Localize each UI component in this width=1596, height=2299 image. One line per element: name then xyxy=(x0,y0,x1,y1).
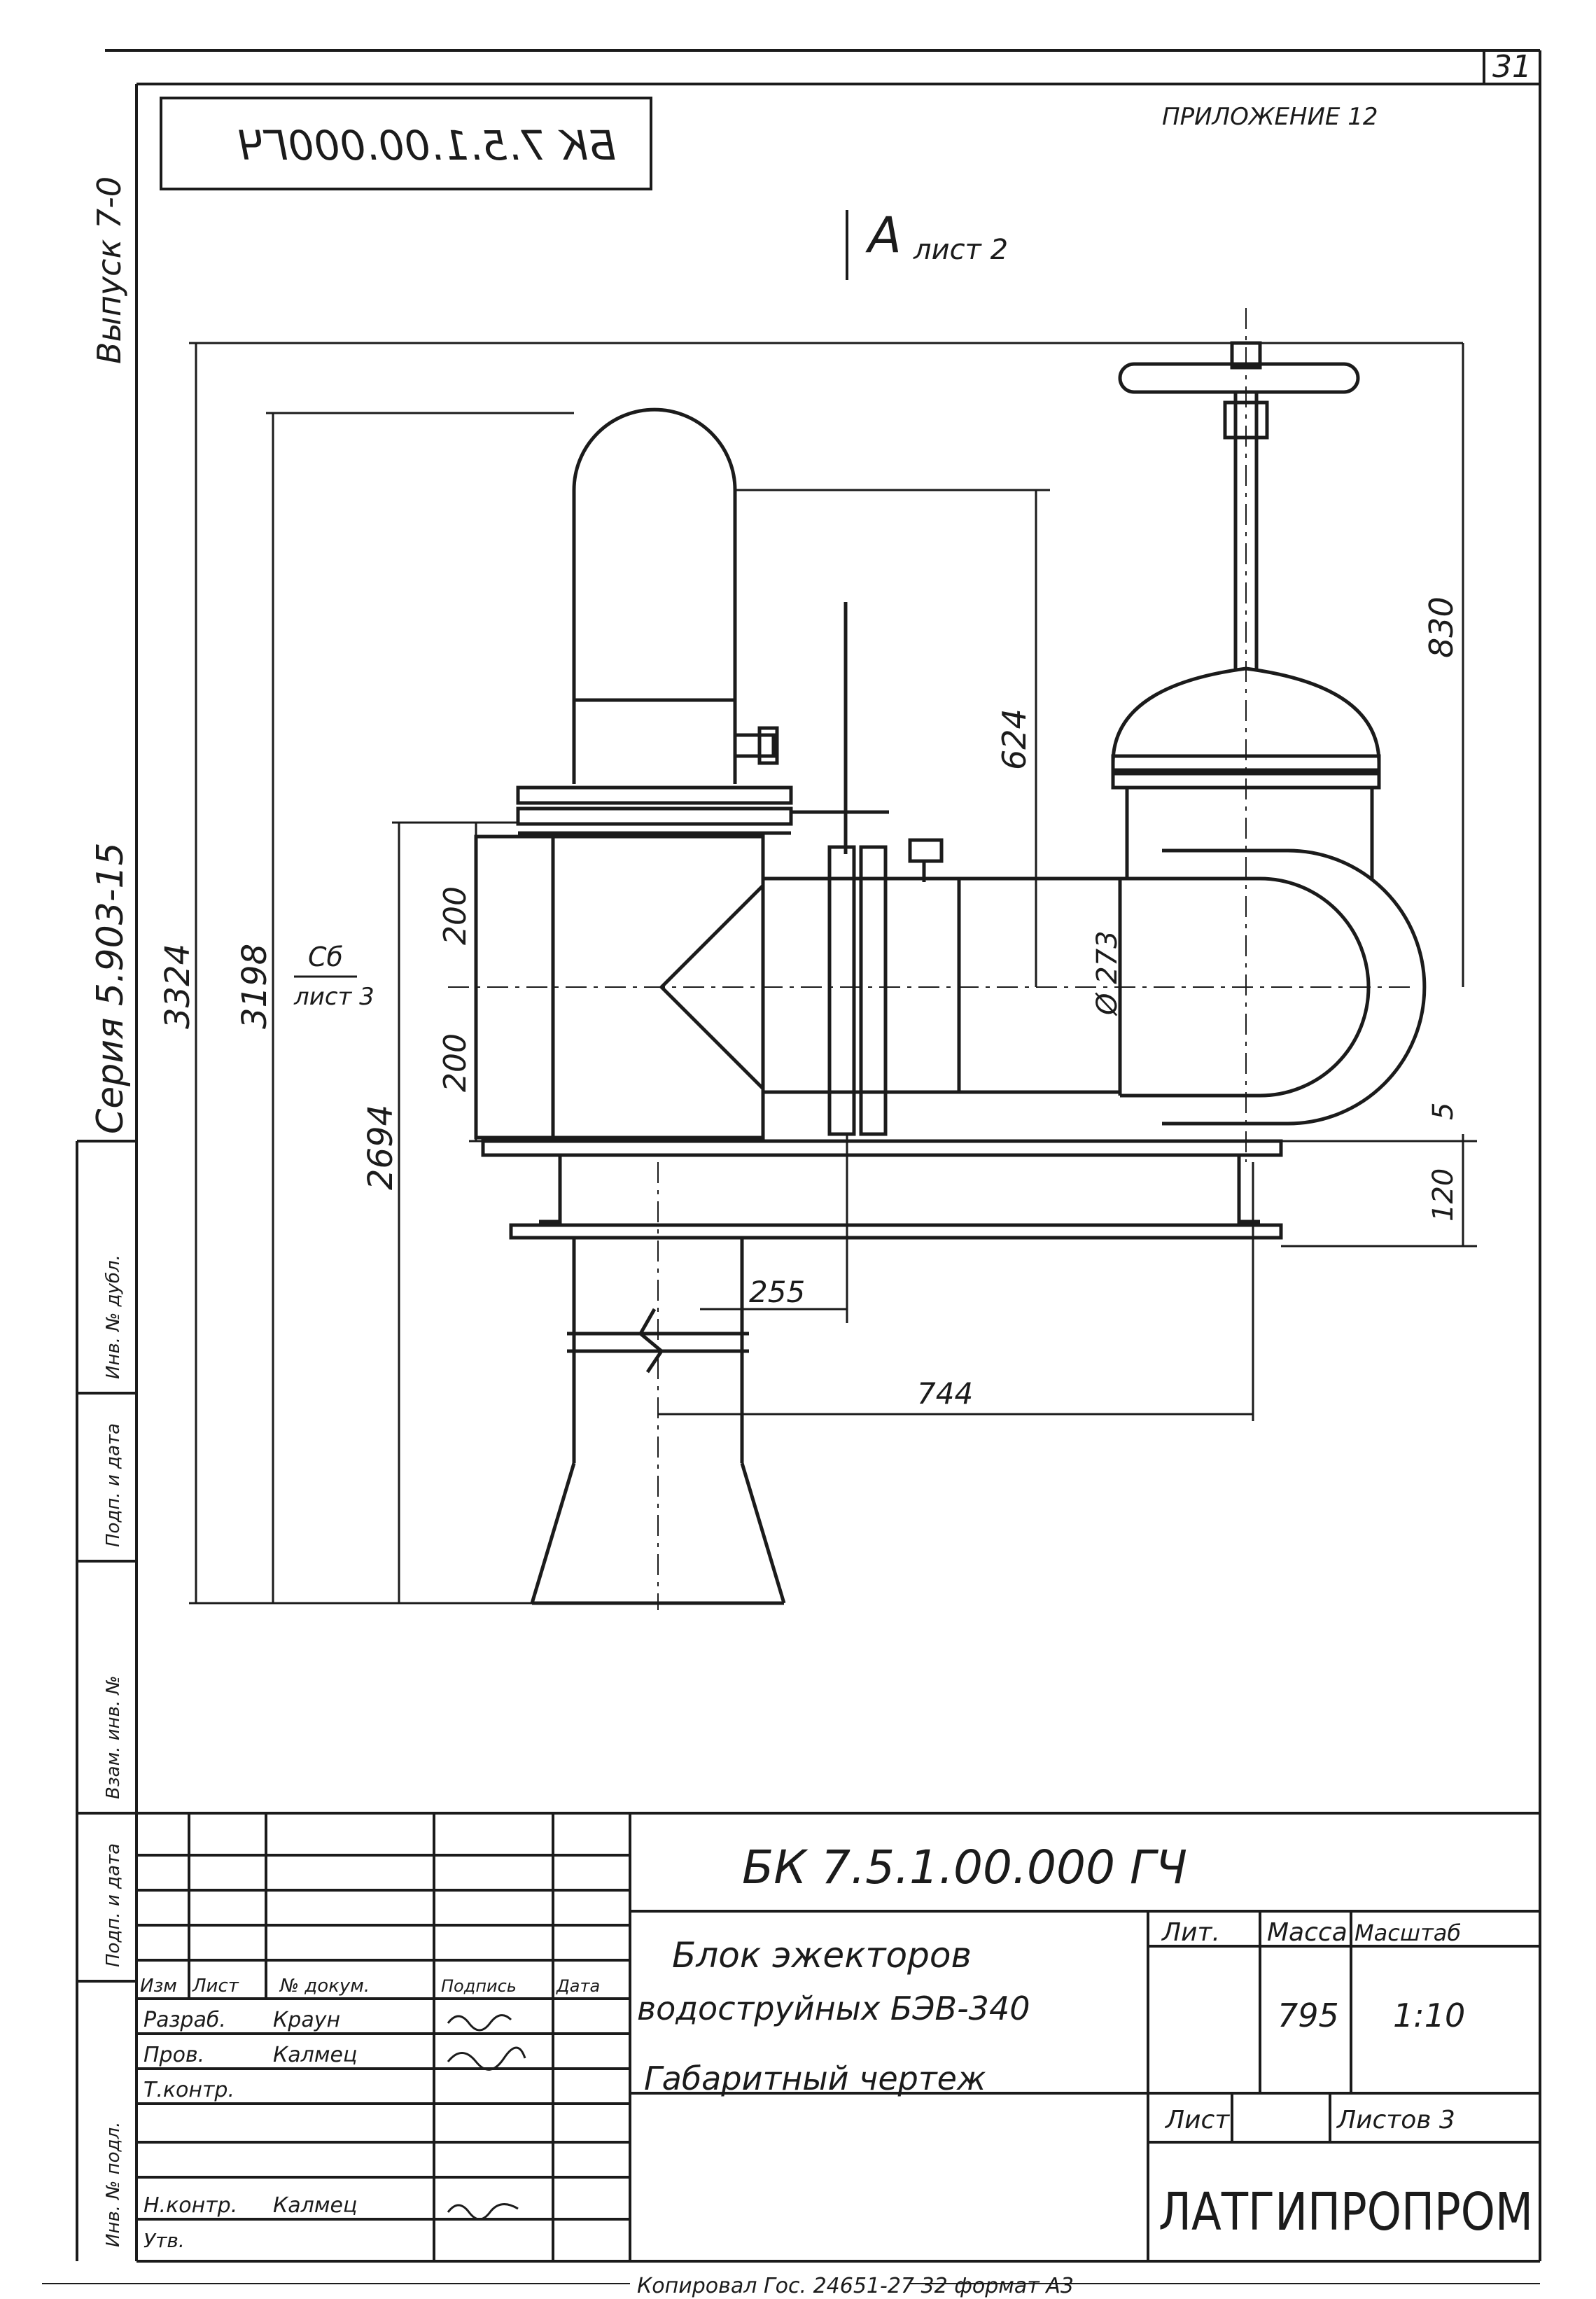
dim-offset-255: 255 xyxy=(749,1275,805,1309)
strip-label-3: Взам. инв. № xyxy=(103,1675,124,1799)
title-block xyxy=(136,1812,1540,2261)
name-developer: Краун xyxy=(273,2008,340,2032)
middle-flange xyxy=(827,845,856,1136)
appendix-label: ПРИЛОЖЕНИЕ 12 xyxy=(1162,103,1378,131)
strip-label-1: Инв. № подл. xyxy=(103,2122,124,2247)
dim-height-to-cap: 3198 xyxy=(235,944,274,1029)
view-marker: А лист 2 xyxy=(846,207,1008,280)
role-approve: Утв. xyxy=(144,2229,185,2252)
dim-overall-height: 3324 xyxy=(158,944,197,1029)
signatures xyxy=(447,2014,526,2221)
valve-round-flange xyxy=(1162,848,1427,1126)
strip-label-2: Подп. и дата xyxy=(103,1843,124,1967)
drawing-title-3: Габаритный чертеж xyxy=(644,2060,986,2097)
sheet-frame xyxy=(42,49,1541,2284)
strip-label-5: Инв. № дубл. xyxy=(103,1255,124,1379)
base-beam xyxy=(481,1139,1283,1157)
centre-lines xyxy=(448,308,1414,1610)
col-header-list: Лист xyxy=(192,1976,239,1997)
scale-value: 1:10 xyxy=(1393,1997,1465,2034)
section-marker: Сб лист 3 xyxy=(293,942,374,1011)
name-norm-control: Калмец xyxy=(273,2193,357,2218)
role-norm-control: Н.контр. xyxy=(144,2193,237,2218)
dome-cap xyxy=(572,407,737,784)
series-label: Серия 5.903-15 xyxy=(90,842,132,1134)
drawing-title-2: водоструйных БЭВ-340 xyxy=(637,1990,1030,2027)
signature-developer xyxy=(447,2014,512,2032)
top-code-box: БК 7.5.1.00.000ГЧ xyxy=(160,97,652,190)
dim-valve-624: 624 xyxy=(995,708,1033,770)
organization: ЛАТГИПРОПРОМ xyxy=(1158,2182,1533,2242)
top-code-mirrored: БК 7.5.1.00.000ГЧ xyxy=(238,122,616,169)
col-header-sign: Подпись xyxy=(441,1976,517,1996)
drawing-title-1: Блок эжекторов xyxy=(672,1935,972,1976)
mass-value: 795 xyxy=(1278,1997,1339,2034)
sheets-label: Листов 3 xyxy=(1336,2106,1455,2134)
view-sheet-ref: лист 2 xyxy=(913,234,1008,266)
role-checker: Пров. xyxy=(144,2043,204,2067)
footer-text: Копировал Гос. 24651-27 32 формат А3 xyxy=(637,2274,1074,2298)
issue-label: Выпуск 7-0 xyxy=(90,176,128,364)
drawing-code: БК 7.5.1.00.000 ГЧ xyxy=(742,1840,1187,1894)
dim-diameter: Ø 273 xyxy=(1091,930,1124,1016)
strip-label-4: Подп. и дата xyxy=(103,1423,124,1547)
mass-label: Масса xyxy=(1267,1918,1348,1947)
role-developer: Разраб. xyxy=(144,2008,226,2032)
page-number: 31 xyxy=(1492,49,1532,85)
dimension-lines xyxy=(189,342,1477,1605)
col-header-date: Дата xyxy=(556,1976,600,1996)
dim-offset-744: 744 xyxy=(917,1376,973,1411)
dim-gap-5: 5 xyxy=(1427,1103,1460,1120)
col-header-izm: Изм xyxy=(140,1976,177,1997)
dim-upper-200: 200 xyxy=(438,886,473,945)
signature-checker xyxy=(447,2046,526,2071)
col-header-doc: № докум. xyxy=(279,1976,370,1997)
name-checker: Калмец xyxy=(273,2043,357,2067)
dim-base-120: 120 xyxy=(1427,1168,1460,1222)
dim-valve-830: 830 xyxy=(1422,596,1460,658)
upper-flange xyxy=(516,785,793,805)
lit-label: Лит. xyxy=(1161,1918,1220,1947)
sheet-label: Лист xyxy=(1164,2106,1230,2134)
signature-norm-control xyxy=(447,2203,519,2221)
dim-height-to-pipe: 2694 xyxy=(361,1105,400,1190)
scale-label: Масштаб xyxy=(1354,1920,1461,1946)
section-letters: Сб xyxy=(308,942,343,972)
role-tech-control: Т.контр. xyxy=(144,2078,234,2102)
view-letter: А xyxy=(865,207,902,264)
valve-handwheel xyxy=(1118,362,1360,394)
section-sheet-ref: лист 3 xyxy=(293,983,374,1011)
dim-lower-200: 200 xyxy=(438,1033,473,1092)
